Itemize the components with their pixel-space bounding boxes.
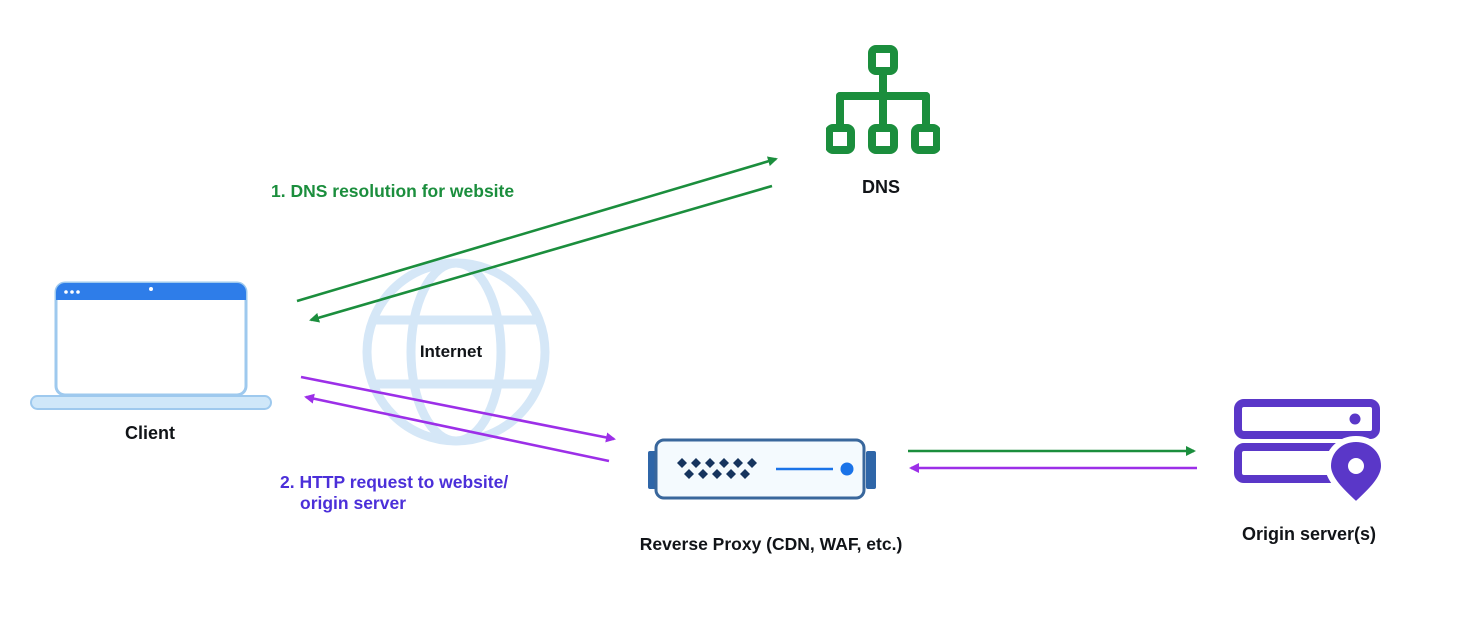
laptop-base xyxy=(30,395,272,410)
network-tree-icon xyxy=(826,45,940,154)
globe-icon xyxy=(362,258,550,446)
server-stack-location-icon xyxy=(1234,399,1384,509)
step2-line1: 2. HTTP request to website/ xyxy=(280,472,509,492)
step2-annotation: 2. HTTP request to website/ origin serve… xyxy=(280,472,508,514)
dns-label: DNS xyxy=(861,177,901,197)
origin-label: Origin server(s) xyxy=(1241,524,1377,544)
dns-response-arrow xyxy=(309,184,773,323)
proxy-pattern xyxy=(677,458,757,479)
http-response-arrow xyxy=(304,393,610,463)
proxy-right-tab xyxy=(866,451,876,489)
laptop-titlebar xyxy=(56,283,246,300)
step1-annotation: 1. DNS resolution for website xyxy=(271,181,515,201)
internet-label: Internet xyxy=(419,342,483,361)
http-request-arrow xyxy=(300,375,616,443)
client-label: Client xyxy=(124,423,176,443)
step2-line2: origin server xyxy=(300,493,407,513)
reverse-proxy-label: Reverse Proxy (CDN, WAF, etc.) xyxy=(639,534,903,554)
dns-request-arrow xyxy=(296,156,778,303)
laptop-icon xyxy=(30,281,272,410)
proxy-server-icon xyxy=(648,438,876,500)
